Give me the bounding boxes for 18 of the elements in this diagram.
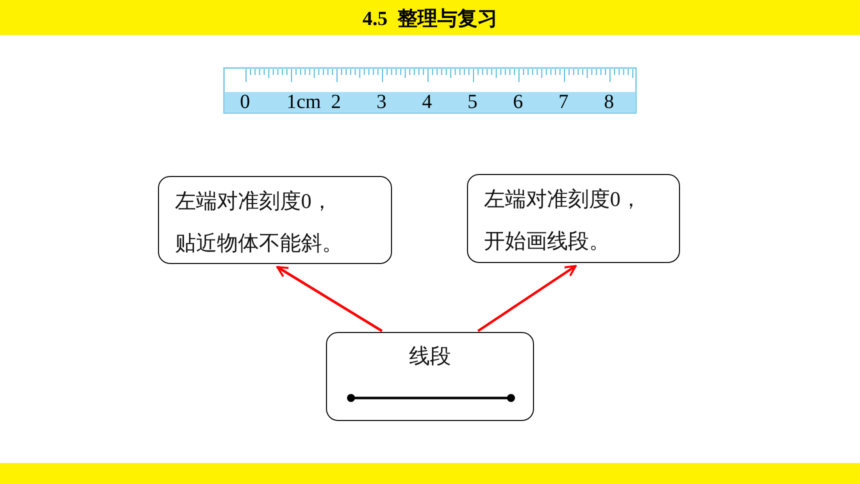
ruler-number: 7 xyxy=(558,90,568,114)
ruler-number: 4 xyxy=(422,90,432,114)
arrow xyxy=(477,264,577,332)
box-text: 线段 xyxy=(408,343,452,370)
box-text: 左端对准刻度0，贴近物体不能斜。 xyxy=(175,188,344,257)
concept-box xyxy=(326,332,534,421)
ruler-number: 8 xyxy=(604,90,614,114)
ruler-number: 1cm xyxy=(286,90,321,114)
ruler-number: 5 xyxy=(468,90,478,114)
ruler-number: 6 xyxy=(513,90,523,114)
title: 4.5 整理与复习 xyxy=(362,7,498,32)
arrow xyxy=(276,266,383,332)
ruler-number: 2 xyxy=(331,90,341,114)
box-text: 左端对准刻度0，开始画线段。 xyxy=(484,186,642,255)
ruler-number: 0 xyxy=(240,90,250,114)
note-box xyxy=(467,174,680,263)
ruler-number: 3 xyxy=(376,90,386,114)
note-box xyxy=(158,176,392,264)
